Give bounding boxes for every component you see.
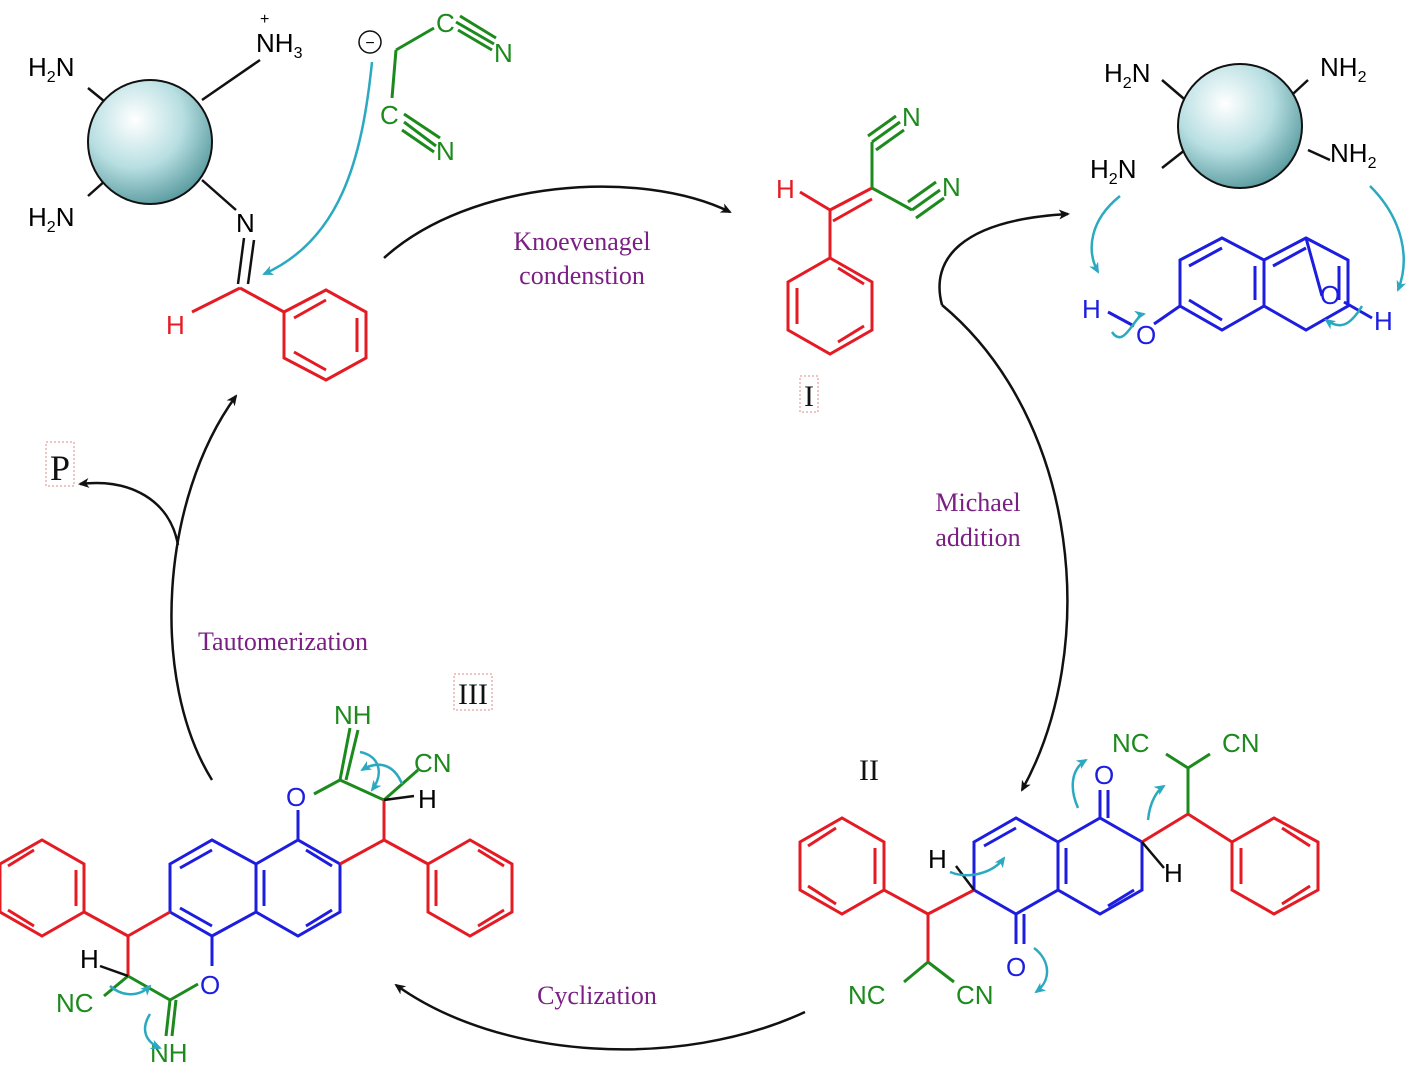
catalyst-free: H2N NH2 H2N NH2	[1089, 52, 1406, 292]
naphthalenediol: H O O H	[1082, 236, 1393, 350]
svg-text:H: H	[928, 844, 947, 874]
imine-nitrogen: N	[236, 208, 255, 238]
svg-text:H2N: H2N	[1090, 154, 1136, 188]
svg-text:CN: CN	[414, 748, 452, 778]
svg-text:CN: CN	[1222, 728, 1260, 758]
nucleophilic-attack-arrow	[262, 61, 374, 276]
svg-text:NC: NC	[848, 980, 886, 1010]
malononitrile-anion: − C N C N	[262, 8, 513, 276]
knoevenagel-arrow	[383, 185, 732, 259]
catalyst-imine: H2N H2N NH3 + N H	[28, 11, 368, 382]
svg-text:O: O	[1006, 952, 1026, 982]
svg-text:O: O	[1320, 280, 1340, 310]
catalyst-return-arrow	[938, 209, 1070, 306]
svg-text:O: O	[286, 782, 306, 812]
intermediate-III-structure: O NH CN H O NH NC H	[0, 700, 514, 1068]
svg-text:O: O	[200, 970, 220, 1000]
tautomerization-arrow	[170, 394, 238, 781]
step-michael-line1: Michael	[935, 488, 1020, 517]
step-cyclization: Cyclization	[537, 981, 657, 1010]
label-intermediate-III: III	[458, 678, 488, 711]
catalyst-sphere-right	[1177, 63, 1303, 189]
svg-text:H: H	[776, 174, 795, 204]
label-intermediate-II: II	[859, 754, 879, 787]
product-release-arrow	[78, 477, 180, 546]
cyclization-arrow	[394, 983, 806, 1051]
michael-arrow	[941, 304, 1069, 792]
svg-text:N: N	[436, 136, 455, 166]
label-product-P: P	[50, 448, 70, 488]
svg-text:N: N	[494, 38, 513, 68]
svg-text:NC: NC	[1112, 728, 1150, 758]
imine-hydrogen: H	[166, 310, 185, 340]
svg-text:CN: CN	[956, 980, 994, 1010]
step-knoevenagel-line2: condenstion	[519, 261, 645, 290]
svg-text:H2N: H2N	[28, 202, 74, 236]
intermediate-II-structure: O O NC CN H NC CN H	[798, 728, 1320, 1010]
svg-text:H2N: H2N	[28, 52, 74, 86]
svg-text:−: −	[365, 35, 374, 52]
svg-text:NC: NC	[56, 988, 94, 1018]
step-tautomerization: Tautomerization	[198, 627, 368, 656]
svg-text:C: C	[436, 8, 455, 38]
svg-text:C: C	[380, 100, 399, 130]
catalyst-sphere-left	[87, 79, 213, 205]
svg-text:H: H	[80, 944, 99, 974]
svg-text:H2N: H2N	[1104, 58, 1150, 92]
charge-plus: +	[260, 11, 269, 28]
svg-text:N: N	[942, 172, 961, 202]
svg-text:H: H	[418, 784, 437, 814]
svg-text:NH3: NH3	[256, 28, 303, 62]
svg-text:NH2: NH2	[1320, 52, 1367, 86]
svg-text:O: O	[1094, 760, 1114, 790]
svg-text:H: H	[1374, 306, 1393, 336]
svg-text:NH: NH	[150, 1038, 188, 1068]
step-knoevenagel-line1: Knoevenagel	[513, 227, 650, 256]
svg-text:H: H	[1082, 294, 1101, 324]
svg-text:H: H	[1164, 858, 1183, 888]
svg-text:O: O	[1136, 320, 1156, 350]
svg-text:NH: NH	[334, 700, 372, 730]
svg-text:NH2: NH2	[1330, 138, 1377, 172]
label-intermediate-I: I	[804, 380, 814, 413]
cycle-arrows	[78, 185, 1070, 1051]
intermediate-I-structure: H N N	[776, 102, 961, 356]
step-michael-line2: addition	[935, 523, 1020, 552]
svg-text:N: N	[902, 102, 921, 132]
